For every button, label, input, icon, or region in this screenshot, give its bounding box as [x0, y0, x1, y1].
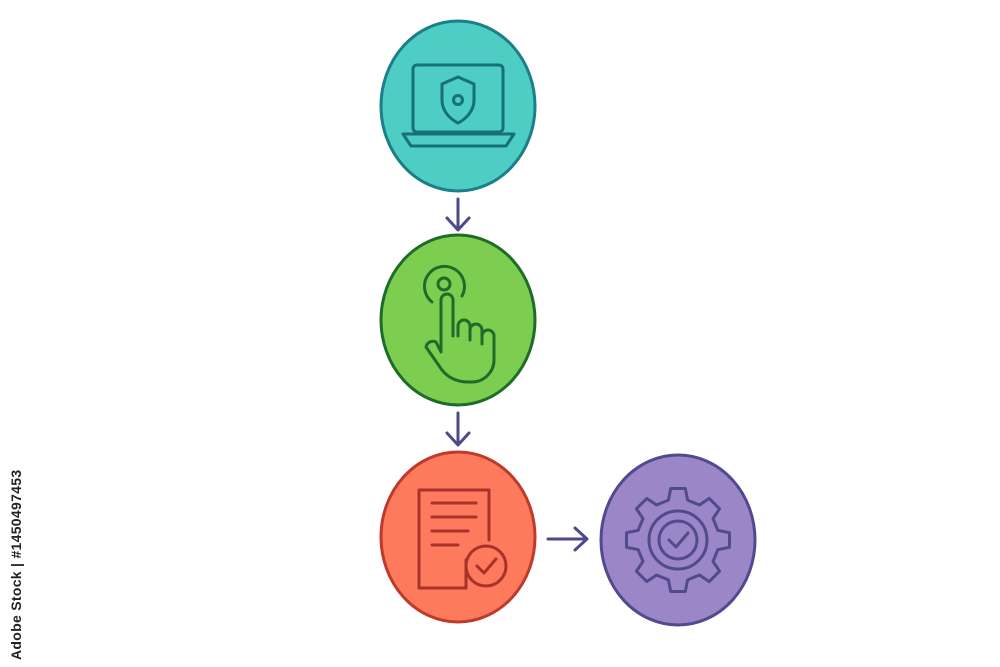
node-settings: [599, 453, 757, 627]
node-document-circle: [379, 450, 537, 624]
document-check-icon: [417, 488, 508, 590]
node-secure-device: [379, 19, 537, 193]
finger-tap-icon: [422, 264, 496, 384]
node-settings-circle: [599, 453, 757, 627]
node-document: [379, 450, 537, 624]
node-touch: [379, 233, 537, 407]
arrow-down-1: [445, 197, 471, 232]
gear-check-icon: [625, 487, 731, 593]
laptop-shield-icon: [401, 63, 516, 148]
arrow-right: [546, 526, 589, 552]
arrow-down-2: [445, 411, 471, 447]
node-touch-circle: [379, 233, 537, 407]
stock-watermark: Adobe Stock | #1450497453: [8, 469, 24, 660]
